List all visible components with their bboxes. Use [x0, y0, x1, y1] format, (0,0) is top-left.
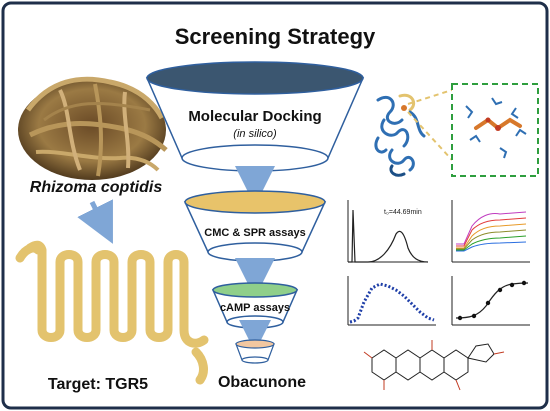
funnel-stage-1-rim: [146, 61, 364, 95]
funnel: Molecular Docking (in silico) CMC & SPR …: [145, 61, 365, 391]
funnel-stage-3-rim: [212, 282, 298, 298]
camp-timecourse-plot: [347, 276, 436, 326]
diagram-title: Screening Strategy: [175, 24, 376, 49]
funnel-stage-4-base: [241, 356, 269, 364]
result-label: Obacunone: [218, 374, 306, 391]
stage-1-sublabel: (in silico): [233, 128, 277, 140]
funnel-stage-2-base: [207, 242, 303, 262]
zoom-line-top: [407, 89, 453, 105]
binding-site-zoom-box: [451, 83, 539, 177]
stage-1-label: Molecular Docking: [188, 108, 321, 125]
zoom-line-bottom: [407, 111, 453, 161]
funnel-stage-2-rim: [184, 190, 326, 214]
obacunone-structure-image: [363, 340, 505, 391]
target-label: Target: TGR5: [48, 376, 148, 393]
chromatogram-annotation: t₀=44.69min: [384, 209, 422, 216]
chromatogram-plot: [347, 200, 429, 263]
dose-response-plot: [451, 276, 530, 326]
funnel-stage-1-base: [181, 144, 329, 172]
protein-structure-image: [374, 93, 426, 177]
funnel-stage-3-base: [226, 315, 284, 329]
source-label: Rhizoma coptidis: [30, 179, 163, 196]
down-arrow-left: [77, 199, 113, 244]
tgr5-receptor-illustration: [15, 240, 209, 385]
stage-2-label: CMC & SPR assays: [204, 227, 306, 239]
funnel-stage-4-rim: [235, 339, 275, 349]
spr-sensorgram-plot: [451, 200, 530, 263]
stage-3-label: cAMP assays: [220, 302, 290, 314]
rhizoma-coptidis-image: [18, 76, 168, 180]
